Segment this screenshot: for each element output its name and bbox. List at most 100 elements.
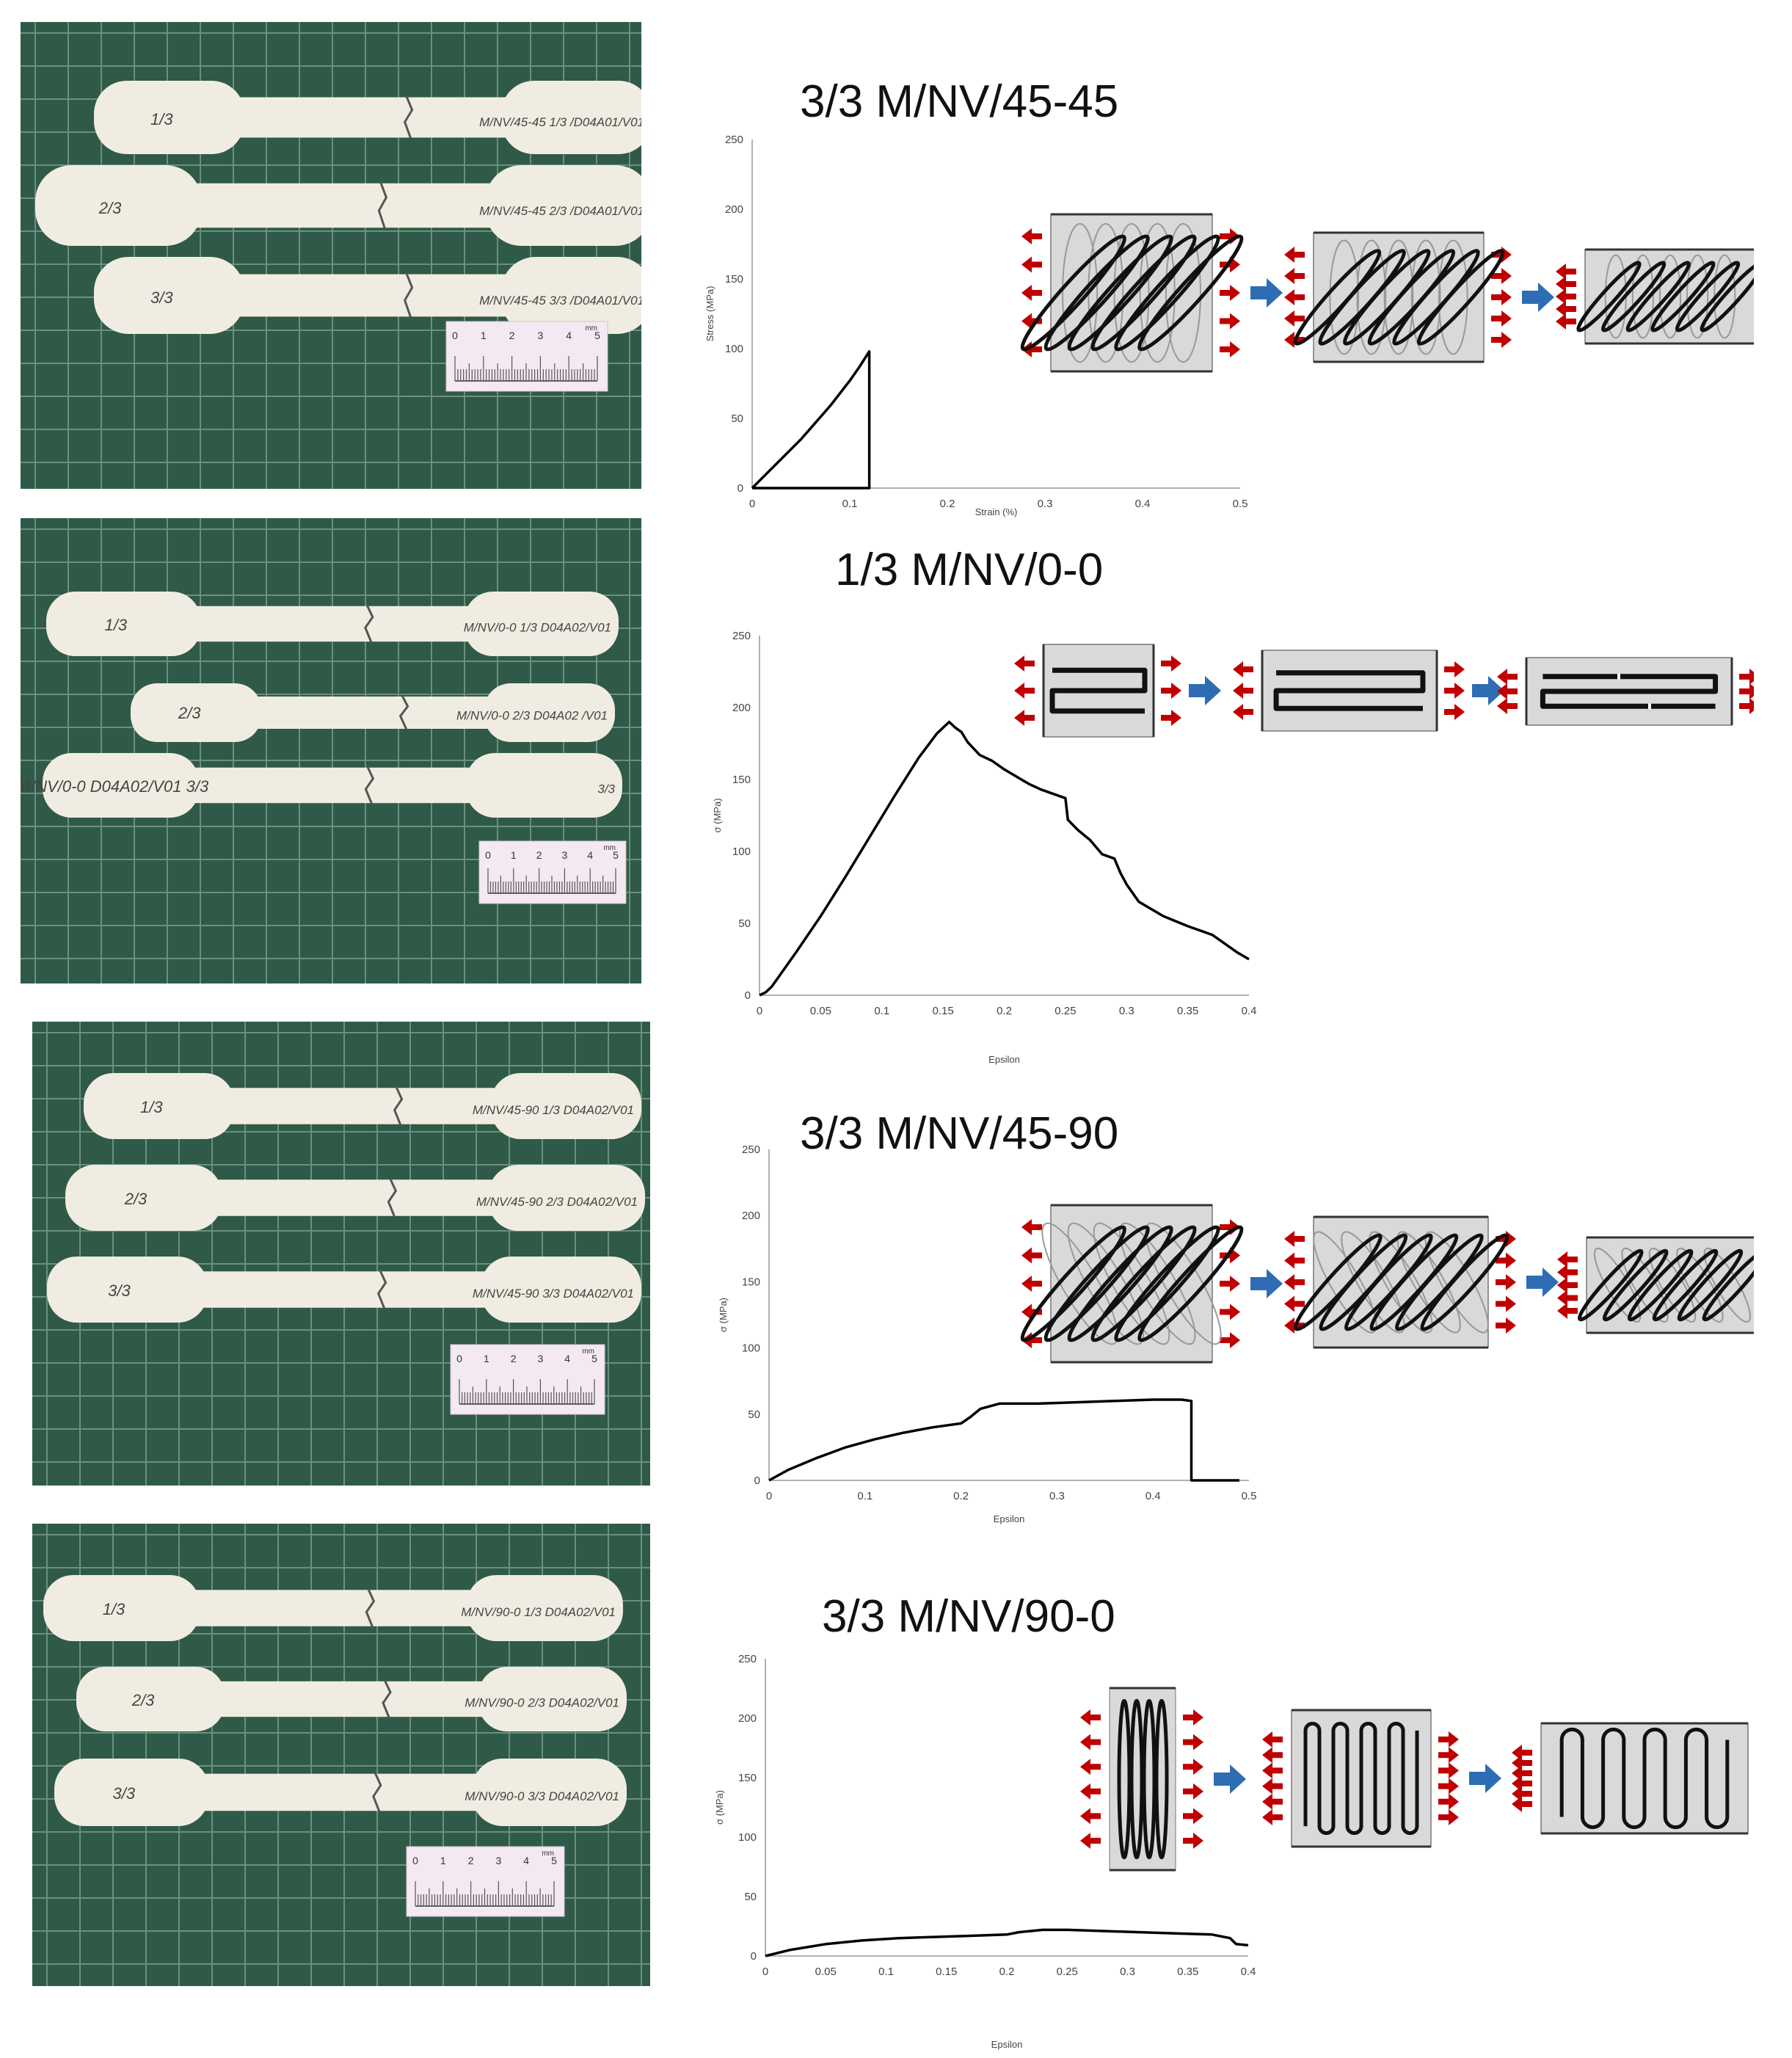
scale-tick-label: 5: [594, 330, 600, 341]
scale-tick-label: 1: [484, 1353, 489, 1364]
specimen-left-label: 1/3: [104, 616, 127, 634]
specimen-right-label: M/NV/45-45 2/3 /D04A01/V01: [479, 204, 641, 218]
tension-arrow-icon: [1080, 1808, 1101, 1825]
tension-arrow-icon: [1512, 1786, 1532, 1802]
specimen-right-label: M/NV/45-90 2/3 D04A02/V01: [476, 1195, 638, 1209]
scale-tick-label: 3: [496, 1855, 502, 1866]
chart-title: 3/3 M/NV/45-90: [800, 1108, 1119, 1159]
tension-arrow-icon: [1497, 683, 1518, 699]
tension-arrow-icon: [1497, 698, 1518, 714]
tension-arrow-icon: [1491, 332, 1512, 348]
y-axis-label: Stress (MPa): [704, 286, 715, 342]
y-tick-label: 250: [732, 630, 751, 642]
x-axis-label: Epsilon: [991, 2039, 1023, 2050]
tension-arrow-icon: [1220, 228, 1240, 244]
x-tick-label: 0.5: [1242, 1490, 1257, 1502]
fiber-pattern-stage: [1557, 1236, 1754, 1334]
tension-arrow-icon: [1021, 256, 1042, 273]
y-tick-label: 150: [732, 774, 751, 786]
tension-arrow-icon: [1220, 313, 1240, 330]
x-tick-label: 0: [766, 1490, 772, 1502]
x-axis-label: Strain (%): [975, 506, 1018, 517]
tension-arrow-icon: [1557, 1290, 1578, 1306]
scale-tick-label: 4: [566, 330, 572, 341]
tension-arrow-icon: [1438, 1731, 1459, 1748]
tension-arrow-icon: [1262, 1731, 1283, 1748]
x-axis-label: Epsilon: [988, 1054, 1020, 1065]
y-tick-label: 50: [738, 917, 751, 930]
scale-tick-label: 0: [412, 1855, 418, 1866]
scale-tick-label: 2: [536, 849, 542, 861]
tension-arrow-icon: [1557, 1277, 1578, 1293]
x-tick-label: 0.4: [1146, 1490, 1161, 1502]
x-tick-label: 0.35: [1177, 1966, 1198, 1978]
tension-arrow-icon: [1262, 1778, 1283, 1795]
stress-strain-curve: [759, 720, 1250, 997]
tension-arrow-icon: [1021, 1276, 1042, 1292]
scale-tick-label: 3: [538, 330, 544, 341]
fiber-pattern-stage: [1020, 1204, 1244, 1364]
tension-arrow-icon: [1496, 1317, 1516, 1334]
tension-arrow-icon: [1284, 1231, 1305, 1247]
tension-arrow-icon: [1014, 683, 1035, 699]
fiber-pattern-stage: [1284, 1215, 1516, 1349]
tension-arrow-icon: [1080, 1833, 1101, 1849]
y-tick-label: 0: [745, 989, 751, 1002]
tension-arrow-icon: [1262, 1809, 1283, 1825]
tension-arrow-icon: [1497, 669, 1518, 685]
tension-arrow-icon: [1220, 1276, 1240, 1292]
tension-arrow-icon: [1556, 301, 1576, 317]
scale-tick-label: 4: [523, 1855, 529, 1866]
x-tick-label: 0.05: [810, 1005, 831, 1017]
y-tick-label: 250: [742, 1143, 760, 1156]
tension-arrow-icon: [1021, 1219, 1042, 1235]
tension-arrow-icon: [1556, 313, 1576, 330]
scale-tick-label: 0: [452, 330, 458, 341]
specimen-left-label: 1/3: [140, 1098, 163, 1116]
tension-arrow-icon: [1021, 1332, 1042, 1348]
progression-arrow-icon: [1469, 1764, 1501, 1793]
tension-arrow-icon: [1262, 1793, 1283, 1810]
x-tick-label: 0.3: [1120, 1966, 1135, 1978]
x-tick-label: 0.4: [1135, 498, 1151, 510]
fiber-pattern-stage: [1497, 657, 1754, 726]
y-tick-label: 100: [732, 846, 751, 858]
scale-tick-label: 1: [511, 849, 517, 861]
progression-arrow-icon: [1526, 1268, 1559, 1297]
y-tick-label: 100: [742, 1342, 760, 1355]
scale-unit-label: mm: [603, 844, 616, 852]
scale-tick-label: 4: [587, 849, 593, 861]
progression-arrow-icon: [1250, 1269, 1283, 1298]
tension-arrow-icon: [1512, 1745, 1532, 1761]
deformation-diagram-2: [1013, 639, 1754, 741]
y-tick-label: 0: [751, 1950, 757, 1963]
y-axis-label: σ (MPa): [718, 1298, 729, 1332]
tension-arrow-icon: [1021, 285, 1042, 301]
tension-arrow-icon: [1491, 268, 1512, 284]
y-tick-label: 250: [725, 134, 743, 146]
tension-arrow-icon: [1512, 1755, 1532, 1771]
tension-arrow-icon: [1556, 263, 1576, 280]
tension-arrow-icon: [1739, 669, 1754, 685]
y-tick-label: 200: [738, 1712, 757, 1725]
specimen-left-label: 3/3: [108, 1281, 131, 1300]
scale-unit-label: mm: [542, 1850, 554, 1858]
fiber-pattern-stage: [1262, 1709, 1459, 1848]
tension-arrow-icon: [1021, 1247, 1042, 1264]
tension-arrow-icon: [1161, 655, 1181, 672]
scale-tick-label: 0: [456, 1353, 462, 1364]
fiber-pattern-stage: [1556, 248, 1754, 345]
tension-arrow-icon: [1021, 341, 1042, 357]
tension-arrow-icon: [1284, 247, 1305, 263]
x-tick-label: 0.3: [1119, 1005, 1134, 1017]
